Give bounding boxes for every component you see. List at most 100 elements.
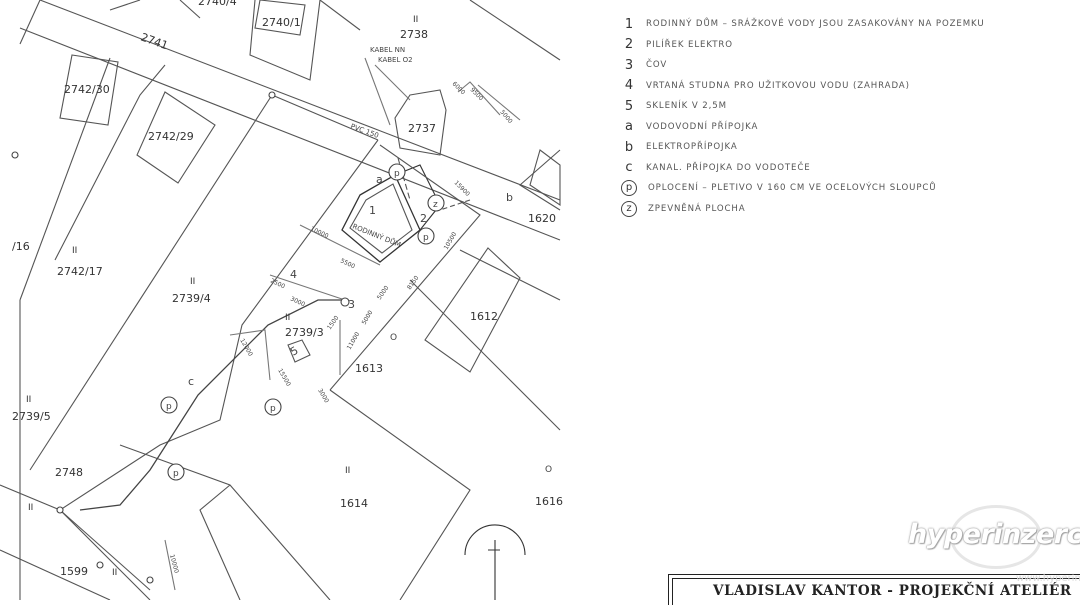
parcel-line [59, 139, 379, 511]
marker-2: 2 [420, 212, 427, 225]
parcel-line [19, 57, 111, 301]
house-wing [394, 164, 441, 231]
parcel-line [199, 484, 241, 600]
parcel-line [0, 484, 151, 600]
marker-b: b [506, 191, 513, 204]
parcel-point [268, 91, 276, 99]
title-text: VLADISLAV KANTOR - PROJEKČNÍ ATELIÉR [713, 583, 1072, 599]
parcel-line [179, 0, 201, 19]
dim: 3000 [289, 295, 306, 308]
legend-key: c [625, 160, 633, 176]
dim: 15500 [276, 368, 292, 388]
fence-marker-p [264, 398, 282, 416]
legend-item: belektropřípojka [620, 137, 1060, 158]
parcel-1599: 1599 [60, 565, 88, 578]
parcel-line [59, 509, 151, 591]
electro-line-b [439, 199, 471, 211]
dim-line [269, 224, 381, 301]
parcel-1612: 1612 [470, 310, 498, 323]
legend-key: z [621, 200, 637, 217]
dim: 5000 [498, 109, 513, 125]
legend-text: zpevněná plocha [648, 203, 746, 214]
greenhouse-5 [287, 339, 311, 363]
fence-marker-p [160, 396, 178, 414]
roman-II: II [345, 466, 350, 476]
parcel-line [329, 389, 471, 600]
paved-marker-z [427, 194, 445, 212]
north-arrow [464, 524, 526, 600]
marker-1: 1 [369, 204, 376, 217]
roman-II: II [285, 313, 290, 323]
dim-line [229, 320, 341, 381]
parcel-point [96, 561, 104, 569]
building-1620 [529, 149, 561, 207]
legend-key: p [621, 180, 637, 197]
parcel-2740-4: 2740/4 [198, 0, 237, 8]
cable-nn-label: KABEL NN [370, 46, 405, 54]
legend-key: 1 [624, 16, 634, 32]
parcel-2739-3: 2739/3 [285, 326, 324, 339]
marker-p: p [394, 169, 400, 179]
watermark-url: www.hyperinzerce.cz [1016, 573, 1080, 584]
legend-text: rodinný dům – srážkové vody jsou zasakov… [646, 19, 985, 30]
legend-item: 5skleník v 2,5m [620, 96, 1060, 117]
hyperinzerce-watermark: hyperinzerce [904, 505, 1080, 571]
parcel-point [11, 151, 19, 159]
legend-item: z zpevněná plocha [620, 199, 1060, 220]
marker-c: c [188, 375, 194, 388]
road-edge [19, 27, 561, 241]
parcel-line [54, 64, 166, 261]
parcel-2741: 2741 [139, 31, 170, 53]
water-line-a [397, 157, 411, 201]
building-2742-29 [136, 91, 216, 184]
marker-4: 4 [290, 268, 297, 281]
well-marker-3 [340, 297, 350, 307]
parcel-2738: 2738 [400, 28, 428, 41]
legend-text: vodovodní přípojka [646, 121, 759, 132]
parcel-1613: 1613 [355, 362, 383, 375]
building-2742-30 [59, 54, 119, 126]
roman-II: II [28, 503, 33, 513]
dim: 10500 [443, 231, 459, 251]
parcel-16: /16 [12, 240, 30, 253]
legend-text: čov [646, 60, 668, 71]
legend-key: a [625, 119, 633, 135]
dim: 10000 [309, 225, 329, 239]
legend-text: oplocení – pletivo v 160 cm ve ocelových… [648, 183, 937, 194]
legend: 1 rodinný dům – srážkové vody jsou zasako… [620, 14, 1060, 219]
house-1 [341, 174, 421, 263]
parcel-2742-30: 2742/30 [64, 83, 110, 96]
dim: 1500 [326, 314, 341, 331]
parcel-line [0, 549, 111, 600]
dim: 5000 [376, 284, 391, 301]
fence-marker-p [388, 163, 406, 181]
building-2737 [394, 89, 447, 156]
legend-key: 2 [624, 37, 634, 53]
parcel-2742-17: 2742/17 [57, 265, 103, 278]
road-edge [19, 0, 41, 45]
legend-item: a vodovodní přípojka [620, 117, 1060, 138]
legend-item: 4vrtaná studna pro užitkovou vodu (zahra… [620, 76, 1060, 97]
dim-line [164, 539, 176, 591]
roman-II: II [112, 568, 117, 578]
parcel-1614: 1614 [340, 497, 368, 510]
dim: 6000 [451, 80, 467, 96]
dim-line [364, 57, 411, 126]
parcel-line [469, 0, 561, 61]
parcel-2737: 2737 [408, 122, 436, 135]
dim: 11000 [346, 331, 362, 351]
legend-key: b [624, 139, 634, 155]
marker-z: z [433, 200, 438, 210]
parcel-1616: 1616 [535, 495, 563, 508]
road-edge [39, 0, 561, 201]
marker-a: a [376, 173, 383, 186]
parcel-2740-1: 2740/1 [262, 16, 301, 29]
parcel-line [271, 94, 379, 141]
building-1612 [424, 247, 521, 373]
marker-p: p [270, 404, 276, 414]
legend-item: ckanal. přípojka do vodoteče [620, 158, 1060, 179]
parcel-point [56, 506, 64, 514]
fence-marker-p [417, 227, 435, 245]
legend-item: 1 rodinný dům – srážkové vody jsou zasako… [620, 14, 1060, 35]
title-block: VLADISLAV KANTOR - PROJEKČNÍ ATELIÉR [668, 574, 1080, 605]
